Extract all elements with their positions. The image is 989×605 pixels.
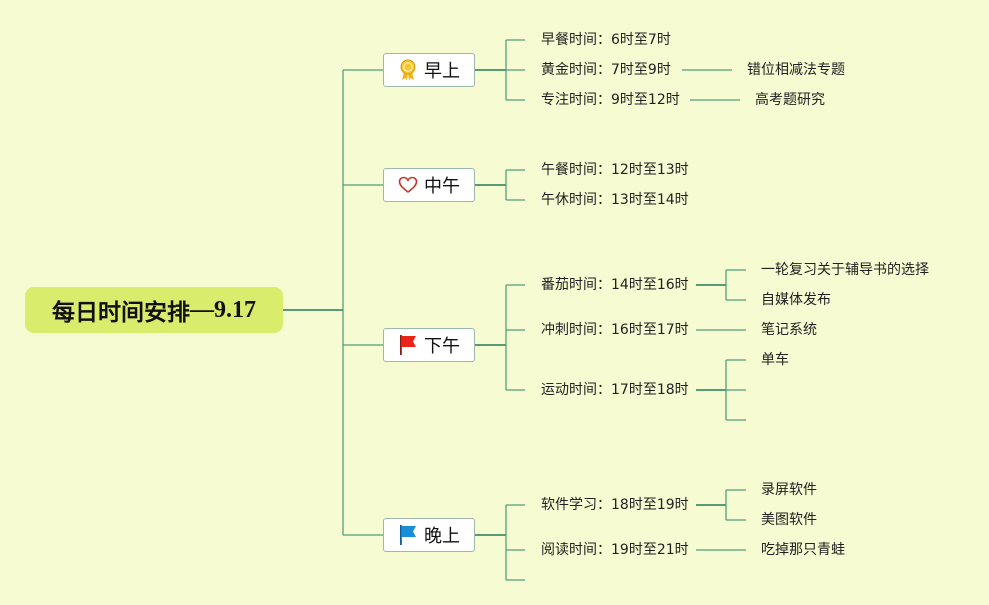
topic-software-study[interactable]: 软件学习：18时至19时 [541,497,689,513]
branch-afternoon[interactable]: 下午 [383,328,475,362]
award-ribbon-icon [398,59,418,81]
subtopic-sprint-1[interactable]: 笔记系统 [761,322,817,338]
branch-label: 早上 [424,61,460,82]
topic-nap[interactable]: 午休时间：13时至14时 [541,192,689,208]
subtopic-reading-1[interactable]: 吃掉那只青蛙 [761,542,845,558]
topic-reading-time[interactable]: 阅读时间：19时至21时 [541,542,689,558]
topic-tomato-time[interactable]: 番茄时间：14时至16时 [541,277,689,293]
subtopic-focus-1[interactable]: 高考题研究 [755,92,825,108]
blue-flag-icon [398,524,418,546]
topic-sprint-time[interactable]: 冲刺时间：16时至17时 [541,322,689,338]
subtopic-tomato-2[interactable]: 自媒体发布 [761,292,831,308]
root-topic[interactable]: 每日时间安排—9.17 [25,287,283,333]
subtopic-golden-1[interactable]: 错位相减法专题 [747,62,845,78]
root-title: 每日时间安排 [52,300,190,326]
branch-label: 晚上 [424,526,460,547]
topic-lunch[interactable]: 午餐时间：12时至13时 [541,162,689,178]
subtopic-exercise-1[interactable]: 单车 [761,352,789,368]
branch-evening[interactable]: 晚上 [383,518,475,552]
subtopic-software-1[interactable]: 录屏软件 [761,482,817,498]
branch-label: 下午 [424,336,460,357]
topic-golden-time[interactable]: 黄金时间：7时至9时 [541,62,671,78]
subtopic-tomato-1[interactable]: 一轮复习关于辅导书的选择 [761,262,929,278]
branch-noon[interactable]: 中午 [383,168,475,202]
heart-icon [398,174,418,196]
topic-breakfast[interactable]: 早餐时间：6时至7时 [541,32,671,48]
root-title-suffix: —9.17 [190,296,256,323]
red-flag-icon [398,334,418,356]
topic-exercise-time[interactable]: 运动时间：17时至18时 [541,382,689,398]
topic-focus-time[interactable]: 专注时间：9时至12时 [541,92,680,108]
branch-morning[interactable]: 早上 [383,53,475,87]
subtopic-software-2[interactable]: 美图软件 [761,512,817,528]
branch-label: 中午 [424,176,460,197]
